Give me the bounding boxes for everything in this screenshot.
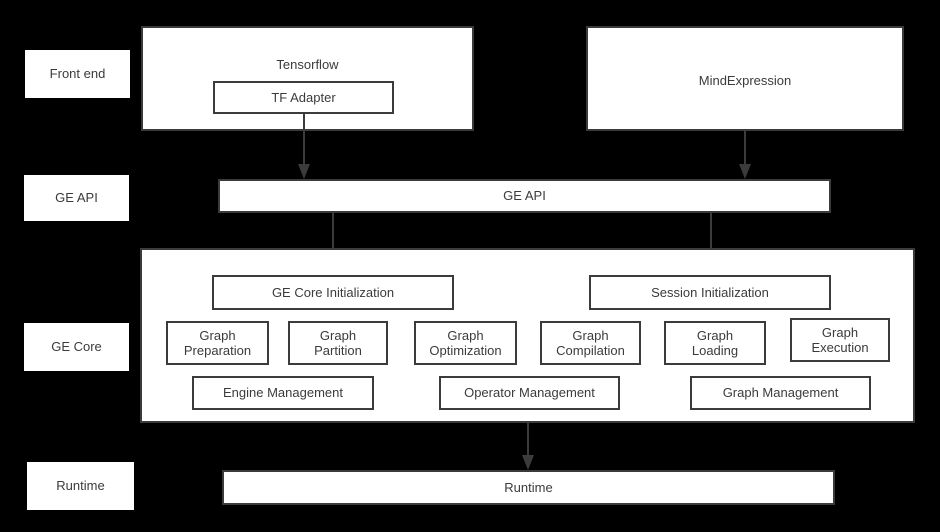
graph-preparation-label: Graph Preparation xyxy=(183,327,252,358)
ge-api-bar-label: GE API xyxy=(503,188,546,204)
ge-core-initialization-box[interactable]: GE Core Initialization xyxy=(212,275,454,310)
graph-optimization-box[interactable]: Graph Optimization xyxy=(414,321,517,365)
stage-label-runtime-text: Runtime xyxy=(56,478,105,494)
ge-core-initialization-label: GE Core Initialization xyxy=(271,284,395,300)
ge-api-bar[interactable]: GE API xyxy=(218,179,831,213)
graph-optimization-label: Graph Optimization xyxy=(429,327,502,358)
graph-compilation-label: Graph Compilation xyxy=(556,327,625,358)
stage-label-ge-api: GE API xyxy=(24,175,129,221)
operator-management-label: Operator Management xyxy=(464,385,595,401)
session-initialization-box[interactable]: Session Initialization xyxy=(589,275,831,310)
tensorflow-title: Tensorflow xyxy=(276,57,339,72)
runtime-bar-label: Runtime xyxy=(504,479,553,495)
stage-label-ge-core: GE Core xyxy=(24,323,129,371)
graph-preparation-box[interactable]: Graph Preparation xyxy=(166,321,269,365)
stage-label-runtime: Runtime xyxy=(27,462,134,510)
graph-partition-label: Graph Partition xyxy=(314,327,362,358)
engine-management-label: Engine Management xyxy=(223,385,343,401)
stage-label-ge-core-text: GE Core xyxy=(51,339,102,355)
graph-management-box[interactable]: Graph Management xyxy=(690,376,871,410)
graph-loading-box[interactable]: Graph Loading xyxy=(664,321,766,365)
graph-loading-label: Graph Loading xyxy=(691,327,739,358)
session-initialization-label: Session Initialization xyxy=(651,284,769,300)
mindexpression-title: MindExpression xyxy=(698,73,792,88)
stage-label-front-end: Front end xyxy=(25,50,130,98)
graph-execution-label: Graph Execution xyxy=(811,324,869,355)
mindexpression-container: MindExpression xyxy=(586,26,904,131)
engine-management-box[interactable]: Engine Management xyxy=(192,376,374,410)
stage-label-ge-api-text: GE API xyxy=(55,190,98,206)
runtime-bar[interactable]: Runtime xyxy=(222,470,835,505)
arrow-tf-adapter-to-ge-api xyxy=(296,114,312,180)
tf-adapter-box[interactable]: TF Adapter xyxy=(213,81,394,114)
graph-management-label: Graph Management xyxy=(722,385,839,401)
operator-management-box[interactable]: Operator Management xyxy=(439,376,620,410)
graph-compilation-box[interactable]: Graph Compilation xyxy=(540,321,641,365)
graph-execution-box[interactable]: Graph Execution xyxy=(790,318,890,362)
tf-adapter-label: TF Adapter xyxy=(271,89,336,105)
stage-label-front-end-text: Front end xyxy=(49,66,106,82)
arrow-ge-core-to-runtime xyxy=(520,423,536,471)
arrow-mindexpression-to-ge-api xyxy=(737,131,753,180)
graph-partition-box[interactable]: Graph Partition xyxy=(288,321,388,365)
